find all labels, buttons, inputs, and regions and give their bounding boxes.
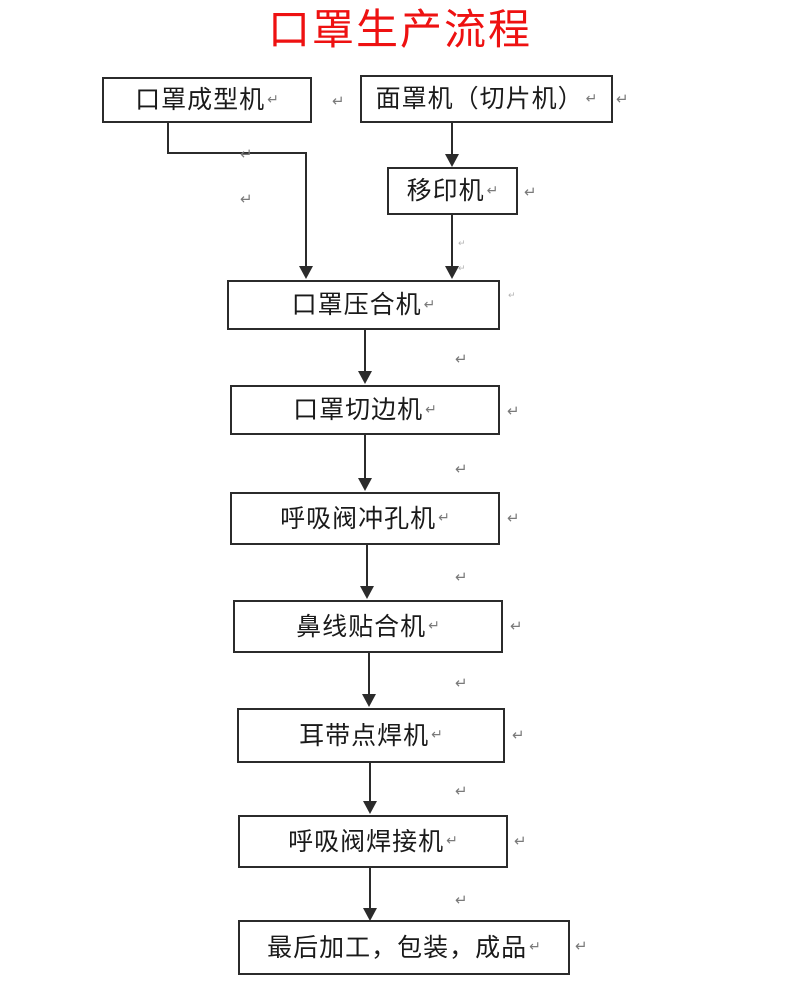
- node-nose-wire-machine[interactable]: 鼻线贴合机 ↵: [233, 600, 503, 653]
- edge-slicer-to-padprint-line: [451, 123, 453, 155]
- node-label: 口罩压合机: [291, 290, 422, 319]
- edge-punching-to-nosewire-arrowhead: [360, 586, 374, 599]
- node-label: 耳带点焊机: [299, 720, 430, 750]
- edge-punching-to-nosewire-line: [366, 545, 368, 587]
- paragraph-mark-icon: ↵: [512, 726, 525, 744]
- edge-edgecutter-to-punching-line: [364, 435, 366, 479]
- paragraph-mark-icon: ↵: [585, 90, 598, 107]
- paragraph-mark-icon: ↵: [514, 832, 527, 850]
- node-label: 口罩切边机: [293, 395, 424, 424]
- paragraph-mark-icon: ↵: [575, 937, 588, 955]
- paragraph-mark-icon: ↵: [458, 239, 466, 249]
- edge-padprint-to-pressing-arrowhead: [445, 266, 459, 279]
- node-label: 呼吸阀冲孔机: [280, 503, 437, 533]
- edge-nosewire-to-earloop-line: [368, 653, 370, 695]
- paragraph-mark-icon: ↵: [524, 183, 537, 201]
- edge-valvewelding-to-final-line: [369, 868, 371, 912]
- edge-forming-to-pressing-seg3: [305, 152, 307, 267]
- node-label: 呼吸阀焊接机: [288, 826, 445, 856]
- node-pad-printing-machine[interactable]: 移印机 ↵: [387, 167, 518, 215]
- paragraph-mark-icon: ↵: [507, 509, 520, 527]
- paragraph-mark-icon: ↵: [508, 291, 516, 301]
- paragraph-mark-icon: ↵: [616, 90, 629, 108]
- paragraph-mark-icon: ↵: [455, 460, 468, 478]
- node-mask-pressing-machine[interactable]: 口罩压合机 ↵: [227, 280, 500, 330]
- paragraph-mark-icon: ↵: [510, 617, 523, 635]
- edge-earloop-to-valvewelding-arrowhead: [363, 801, 377, 814]
- node-label: 鼻线贴合机: [296, 611, 427, 641]
- edge-forming-to-pressing-arrowhead: [299, 266, 313, 279]
- paragraph-mark-icon: ↵: [529, 939, 541, 955]
- page-title: 口罩生产流程: [267, 5, 532, 54]
- edge-slicer-to-padprint-arrowhead: [445, 154, 459, 167]
- paragraph-mark-icon: ↵: [507, 402, 520, 420]
- paragraph-mark-icon: ↵: [455, 674, 468, 692]
- paragraph-mark-icon: ↵: [446, 833, 458, 849]
- node-label: 口罩成型机: [135, 85, 266, 114]
- paragraph-mark-icon: ↵: [455, 350, 468, 368]
- node-mask-edge-cutter[interactable]: 口罩切边机 ↵: [230, 385, 500, 435]
- edge-earloop-to-valvewelding-line: [369, 763, 371, 803]
- edge-valvewelding-to-final-arrowhead: [363, 908, 377, 921]
- paragraph-mark-icon: ↵: [267, 91, 279, 108]
- node-final-packaging[interactable]: 最后加工，包装，成品 ↵: [238, 920, 570, 975]
- paragraph-mark-icon: ↵: [438, 510, 450, 526]
- paragraph-mark-icon: ↵: [455, 782, 468, 800]
- edge-padprint-to-pressing-line: [451, 215, 453, 267]
- node-valve-welding-machine[interactable]: 呼吸阀焊接机 ↵: [238, 815, 508, 868]
- node-earloop-spot-welder[interactable]: 耳带点焊机 ↵: [237, 708, 505, 763]
- edge-forming-to-pressing-seg1: [167, 123, 169, 154]
- node-mask-forming-machine[interactable]: 口罩成型机 ↵: [102, 77, 312, 123]
- paragraph-mark-icon: ↵: [332, 92, 345, 110]
- paragraph-mark-icon: ↵: [458, 264, 466, 274]
- paragraph-mark-icon: ↵: [240, 190, 253, 208]
- node-label: 移印机: [406, 176, 485, 205]
- edge-nosewire-to-earloop-arrowhead: [362, 694, 376, 707]
- edge-edgecutter-to-punching-arrowhead: [358, 478, 372, 491]
- paragraph-mark-icon: ↵: [425, 401, 437, 418]
- node-face-mask-slicer[interactable]: 面罩机（切片机） ↵: [360, 75, 613, 123]
- node-label: 最后加工，包装，成品: [267, 932, 528, 962]
- paragraph-mark-icon: ↵: [428, 618, 440, 634]
- paragraph-mark-icon: ↵: [431, 727, 443, 743]
- paragraph-mark-icon: ↵: [423, 296, 436, 313]
- node-valve-punching-machine[interactable]: 呼吸阀冲孔机 ↵: [230, 492, 500, 545]
- paragraph-mark-icon: ↵: [240, 145, 253, 163]
- paragraph-mark-icon: ↵: [486, 182, 499, 199]
- edge-forming-to-pressing-seg2: [167, 152, 307, 154]
- edge-pressing-to-edgecutter-line: [364, 330, 366, 372]
- paragraph-mark-icon: ↵: [455, 568, 468, 586]
- node-label: 面罩机（切片机）: [375, 84, 584, 113]
- edge-pressing-to-edgecutter-arrowhead: [358, 371, 372, 384]
- paragraph-mark-icon: ↵: [455, 891, 468, 909]
